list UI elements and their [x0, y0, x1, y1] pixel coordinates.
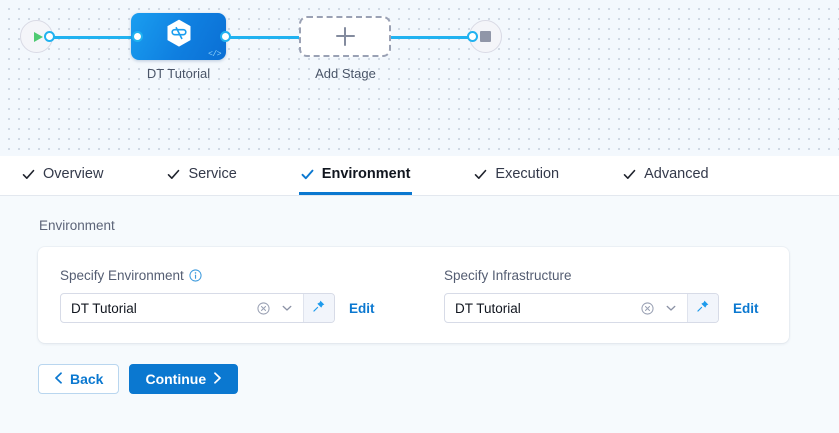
specify-infrastructure-label: Specify Infrastructure: [444, 268, 572, 283]
infrastructure-select-value: DT Tutorial: [455, 300, 521, 316]
tab-overview-label: Overview: [43, 166, 104, 182]
environment-select-value: DT Tutorial: [71, 300, 137, 316]
stage-output-port[interactable]: [220, 31, 231, 42]
check-icon: [167, 168, 180, 181]
code-tag-icon: </>: [208, 50, 221, 59]
tab-environment-label: Environment: [321, 166, 411, 182]
infrastructure-pin-button[interactable]: [687, 294, 718, 322]
environment-pin-button[interactable]: [303, 294, 334, 322]
environment-panel: Environment Specify Environment DT Tutor…: [0, 196, 839, 433]
continue-button[interactable]: Continue: [129, 364, 239, 394]
chevron-right-icon: [213, 371, 222, 387]
environment-select[interactable]: DT Tutorial: [60, 293, 335, 323]
infrastructure-select[interactable]: DT Tutorial: [444, 293, 719, 323]
specify-environment-label: Specify Environment: [60, 268, 184, 283]
info-circle-icon[interactable]: [189, 269, 202, 282]
check-icon: [301, 168, 314, 181]
pipeline-canvas[interactable]: </> DT Tutorial Add Stage: [0, 0, 839, 156]
chevron-down-icon[interactable]: [664, 302, 678, 315]
environment-select-main[interactable]: DT Tutorial: [61, 294, 303, 322]
specify-infrastructure-label-row: Specify Infrastructure: [444, 267, 782, 284]
continue-button-label: Continue: [145, 371, 207, 387]
tab-environment[interactable]: Environment: [298, 156, 413, 195]
infrastructure-select-main[interactable]: DT Tutorial: [445, 294, 687, 322]
check-icon: [22, 168, 35, 181]
check-icon: [474, 168, 487, 181]
infrastructure-edit-link[interactable]: Edit: [733, 300, 759, 316]
environment-card: Specify Environment DT Tutorial: [38, 247, 789, 343]
back-button[interactable]: Back: [38, 364, 120, 394]
play-icon: [33, 31, 43, 42]
chevron-down-icon[interactable]: [280, 302, 294, 315]
edge-stage-to-add: [225, 36, 303, 39]
tab-service[interactable]: Service: [165, 156, 238, 195]
add-stage-button[interactable]: [299, 16, 391, 57]
stage-node-dt-tutorial[interactable]: </>: [131, 13, 226, 60]
wizard-footer: Back Continue: [0, 343, 839, 394]
add-stage-label: Add Stage: [315, 66, 376, 81]
pin-icon: [696, 299, 710, 318]
start-output-port[interactable]: [44, 31, 55, 42]
tab-advanced[interactable]: Advanced: [621, 156, 711, 195]
clear-circle-icon[interactable]: [257, 301, 270, 315]
clear-circle-icon[interactable]: [641, 301, 654, 315]
plus-icon: [335, 27, 355, 46]
tab-advanced-label: Advanced: [644, 166, 709, 182]
tab-execution[interactable]: Execution: [472, 156, 561, 195]
harness-hexagon-icon: [165, 18, 192, 52]
stage-tab-bar[interactable]: Overview Service Environment Execution A…: [0, 156, 839, 196]
chevron-left-icon: [54, 371, 63, 387]
tab-service-label: Service: [188, 166, 237, 182]
specify-environment-row: DT Tutorial: [60, 293, 422, 323]
back-button-label: Back: [70, 371, 104, 387]
stage-node-label: DT Tutorial: [146, 66, 211, 81]
stage-input-port[interactable]: [132, 31, 143, 42]
edge-add-to-end: [390, 36, 472, 39]
panel-section-title: Environment: [39, 218, 115, 233]
specify-environment-label-row: Specify Environment: [60, 267, 422, 284]
tab-overview[interactable]: Overview: [20, 156, 105, 195]
end-input-port[interactable]: [467, 31, 478, 42]
specify-infrastructure-group: Specify Infrastructure DT Tutorial: [422, 267, 782, 323]
stop-icon: [480, 31, 491, 42]
specify-environment-group: Specify Environment DT Tutorial: [38, 267, 422, 323]
edge-start-to-stage: [46, 36, 138, 39]
specify-infrastructure-row: DT Tutorial: [444, 293, 782, 323]
pin-icon: [312, 299, 326, 318]
tab-execution-label: Execution: [495, 166, 560, 182]
check-icon: [623, 168, 636, 181]
environment-edit-link[interactable]: Edit: [349, 300, 375, 316]
